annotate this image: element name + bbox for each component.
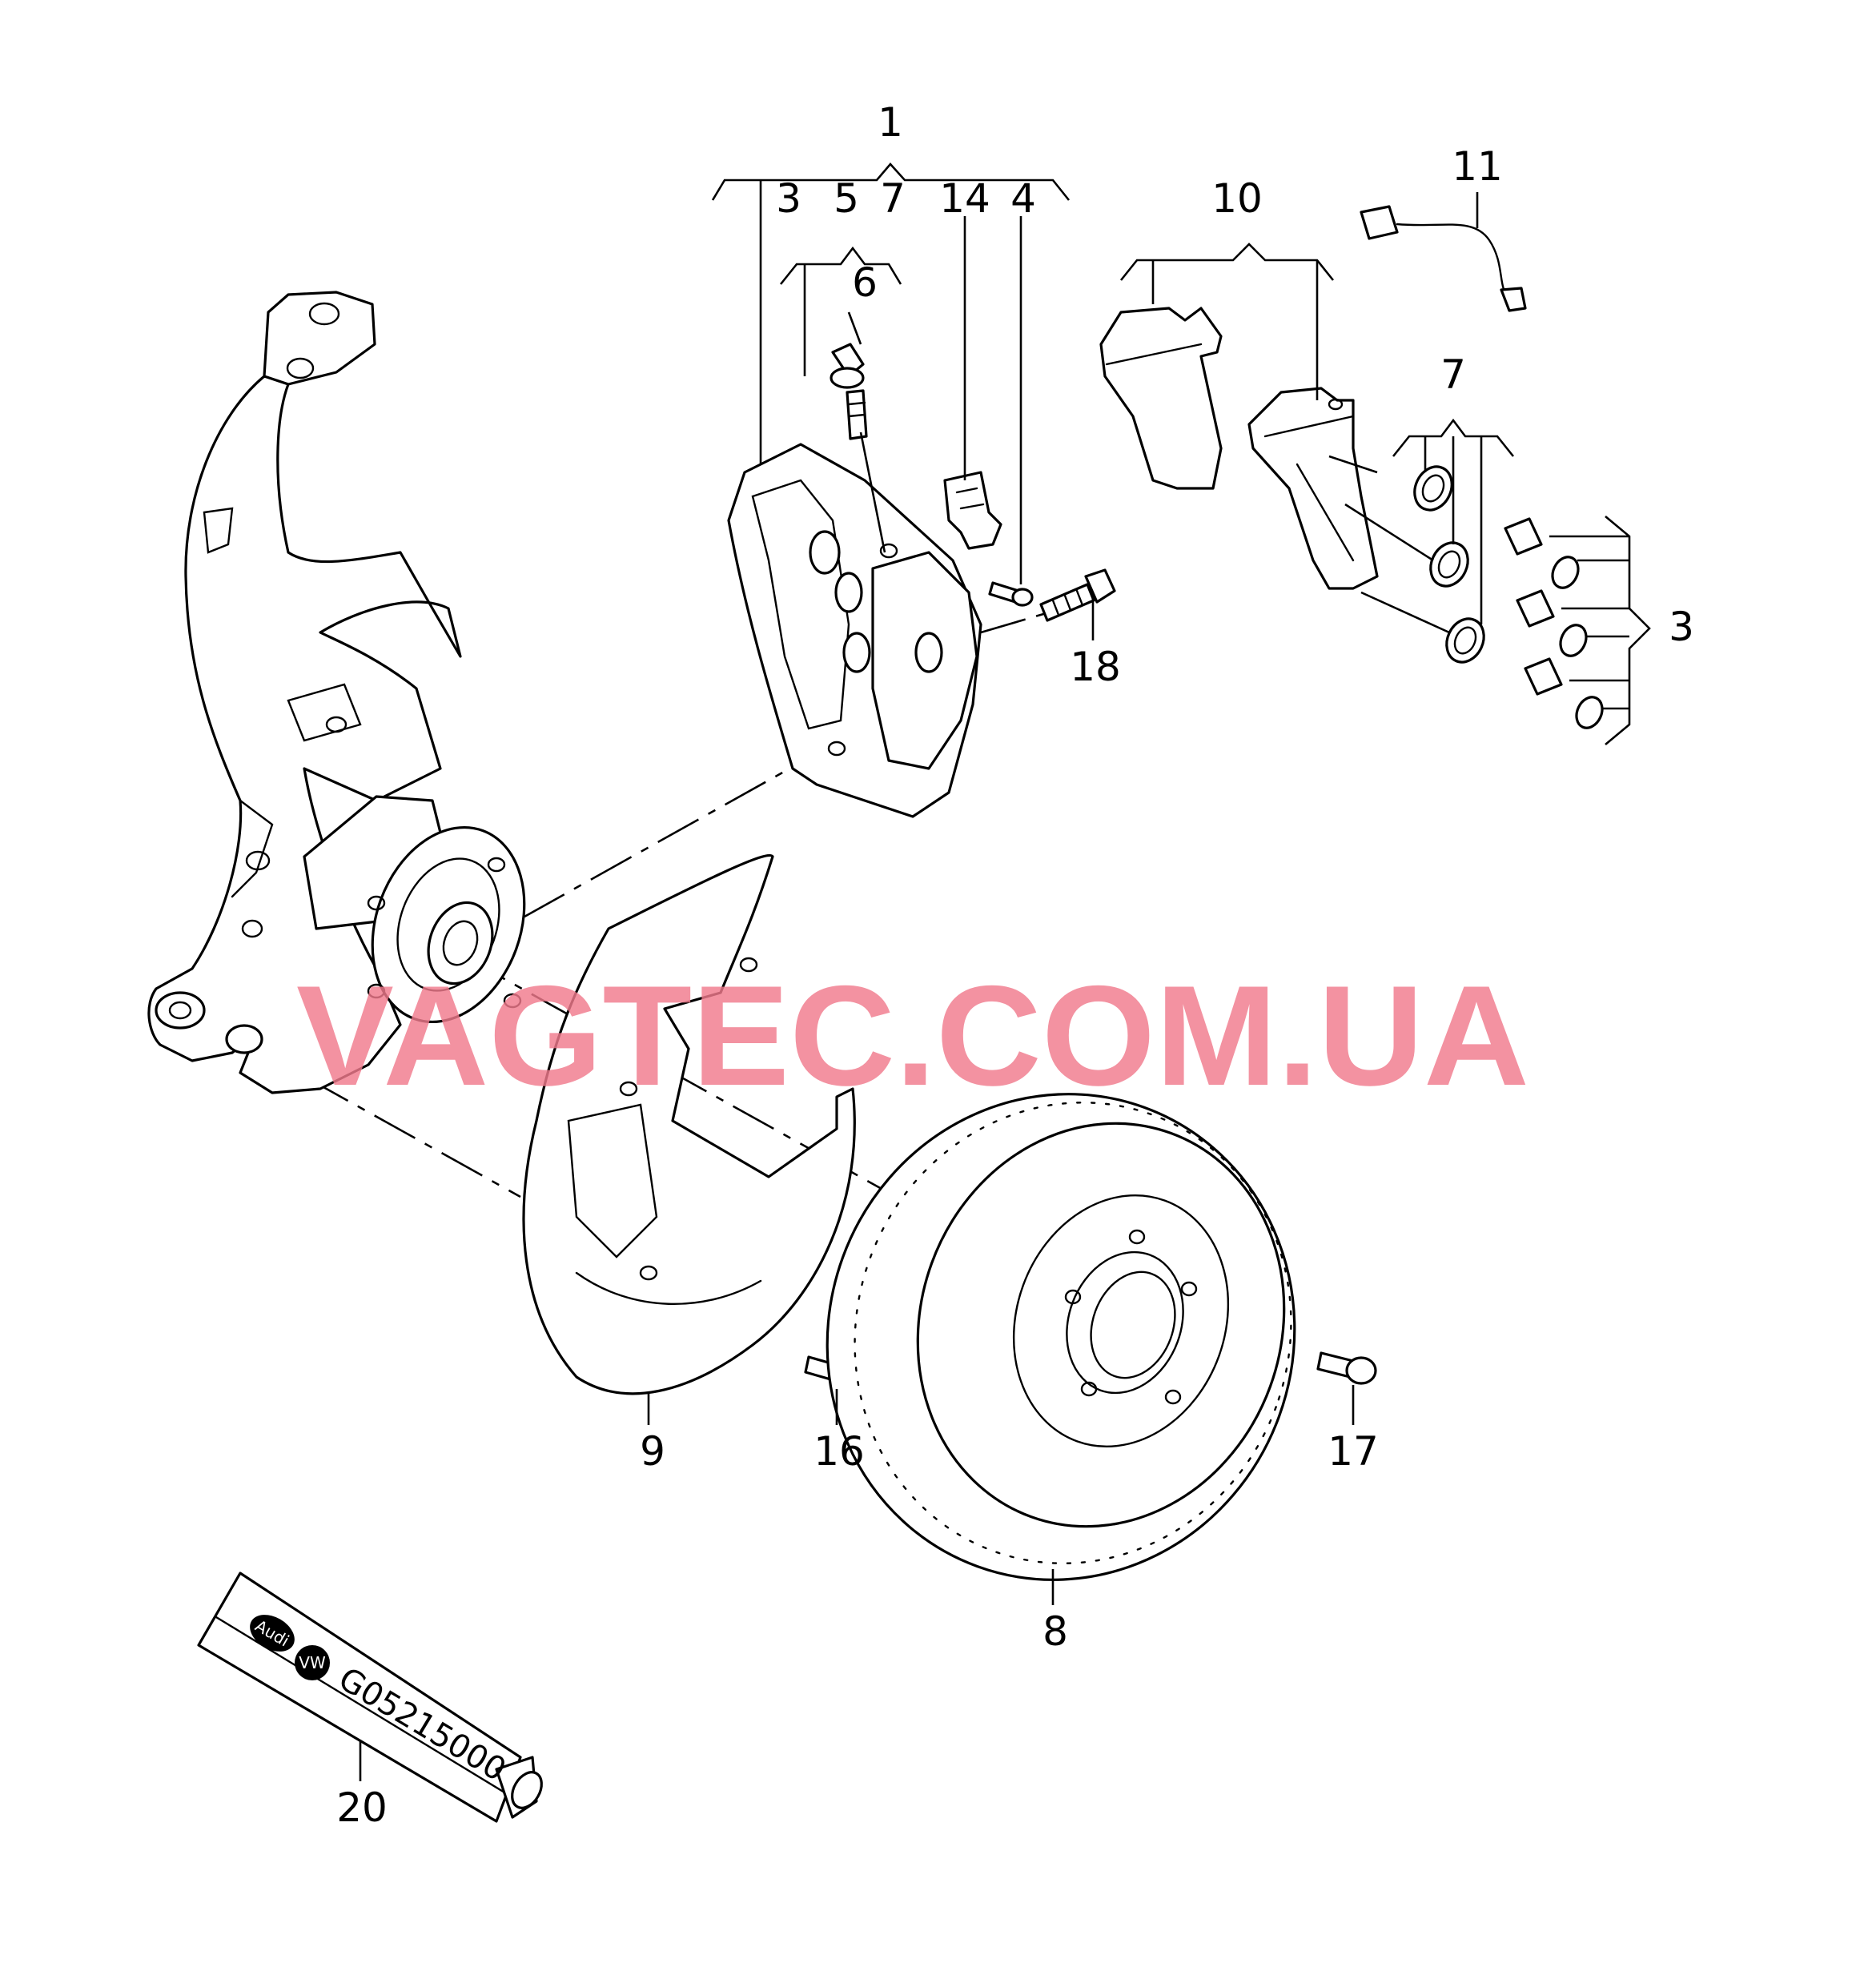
callout-18: 18 xyxy=(1070,644,1121,690)
callout-11: 11 xyxy=(1452,143,1503,190)
guide-bolt xyxy=(988,581,1034,607)
callout-16: 16 xyxy=(813,1428,865,1475)
leader-lines xyxy=(359,163,1651,1781)
vw-logo xyxy=(295,1645,330,1680)
callout-14: 14 xyxy=(939,175,990,222)
piston-seals xyxy=(1413,465,1485,664)
bleeder-valve xyxy=(830,343,868,440)
audi-logo xyxy=(250,1615,295,1652)
splash-shield xyxy=(522,853,856,1395)
callout-7-seals: 7 xyxy=(1440,351,1466,398)
callout-9: 9 xyxy=(640,1428,665,1475)
callout-labels: 1 3 5 7 14 4 6 10 11 7 3 18 9 16 17 8 20 xyxy=(336,99,1694,1831)
caliper-bolt xyxy=(1039,568,1116,622)
retaining-spring xyxy=(943,471,1002,550)
steering-knuckle xyxy=(147,291,462,1094)
callout-3-pistons: 3 xyxy=(1669,604,1694,650)
callout-3: 3 xyxy=(776,175,801,222)
brake-caliper xyxy=(727,443,982,818)
watermark: VAGTEC.COM.UA xyxy=(296,956,1529,1115)
callout-20: 20 xyxy=(336,1784,388,1831)
callout-5: 5 xyxy=(834,175,859,222)
wheel-hub xyxy=(303,795,526,1024)
brake-disc xyxy=(826,1093,1296,1581)
callout-1: 1 xyxy=(878,99,903,146)
callout-8: 8 xyxy=(1042,1608,1068,1655)
wear-sensor xyxy=(1360,205,1527,312)
disc-bolt xyxy=(1316,1351,1377,1385)
callout-6: 6 xyxy=(852,259,878,306)
vw-logo-text: VW xyxy=(299,1653,326,1672)
callout-7: 7 xyxy=(880,175,906,222)
callout-17: 17 xyxy=(1328,1428,1379,1475)
callout-10: 10 xyxy=(1211,175,1263,222)
pistons xyxy=(1504,517,1604,729)
brake-pads xyxy=(1099,307,1379,590)
callout-4: 4 xyxy=(1010,175,1036,222)
assembly-lines xyxy=(239,611,1050,1234)
